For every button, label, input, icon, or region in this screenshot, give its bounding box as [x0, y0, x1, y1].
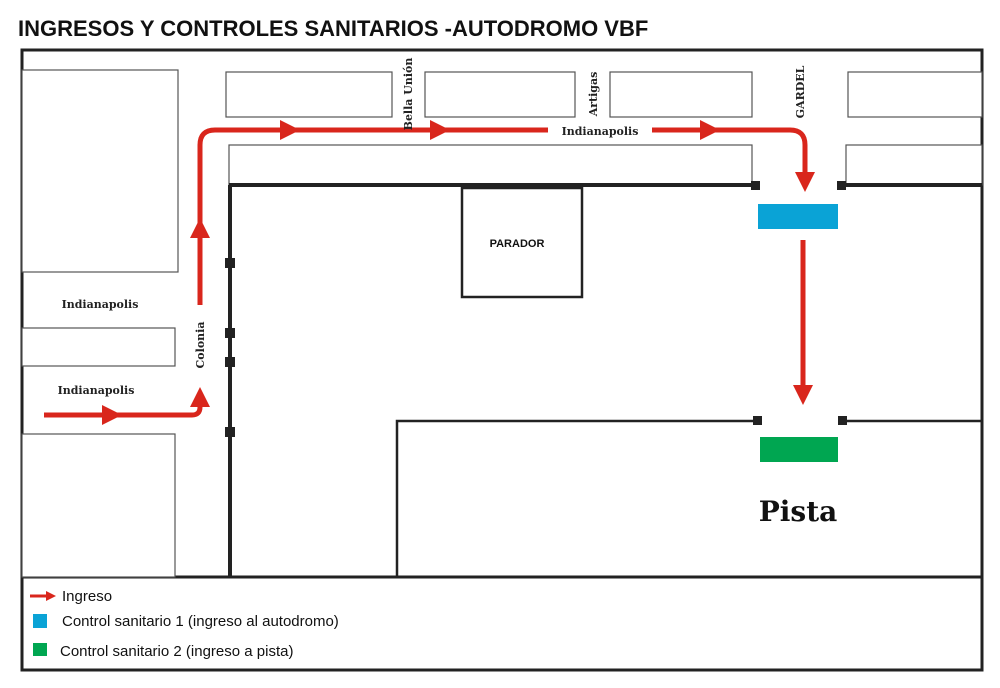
legend-label: Ingreso [62, 588, 112, 605]
green-square-icon [33, 643, 47, 656]
route-arrow [710, 127, 815, 192]
block [21, 327, 176, 367]
block [228, 144, 753, 186]
street-label-bella-union: Bella Unión [402, 58, 415, 131]
street-label-gardel: GARDEL [794, 65, 807, 118]
route-arrow [112, 387, 210, 418]
legend: Ingreso Control sanitario 1 (ingreso al … [30, 588, 339, 660]
block [225, 71, 393, 118]
route-arrow [197, 120, 300, 228]
block [609, 71, 753, 118]
city-blocks [21, 69, 983, 578]
legend-label: Control sanitario 2 (ingreso a pista) [60, 643, 293, 660]
block [845, 144, 983, 186]
control-sanitario-1 [758, 204, 838, 229]
control-sanitario-2 [760, 437, 838, 462]
street-label-indianapolis: Indianapolis [58, 384, 135, 397]
street-label-artigas: Artigas [587, 72, 600, 118]
entry-route [44, 120, 815, 425]
blue-square-icon [33, 614, 47, 628]
parador-label: PARADOR [490, 238, 545, 250]
block [847, 71, 983, 118]
legend-label: Control sanitario 1 (ingreso al autodrom… [62, 613, 339, 630]
block [424, 71, 576, 118]
street-label-colonia: Colonia [194, 322, 207, 369]
parador-building [460, 186, 584, 299]
street-label-indianapolis: Indianapolis [62, 298, 139, 311]
pista-label: Pista [759, 495, 838, 528]
red-arrow-icon [46, 591, 56, 601]
block [21, 433, 176, 578]
map-title: INGRESOS Y CONTROLES SANITARIOS -AUTODRO… [18, 16, 648, 41]
autodromo-perimeter [225, 181, 982, 577]
street-label-indianapolis: Indianapolis [562, 125, 639, 138]
block [21, 69, 179, 273]
